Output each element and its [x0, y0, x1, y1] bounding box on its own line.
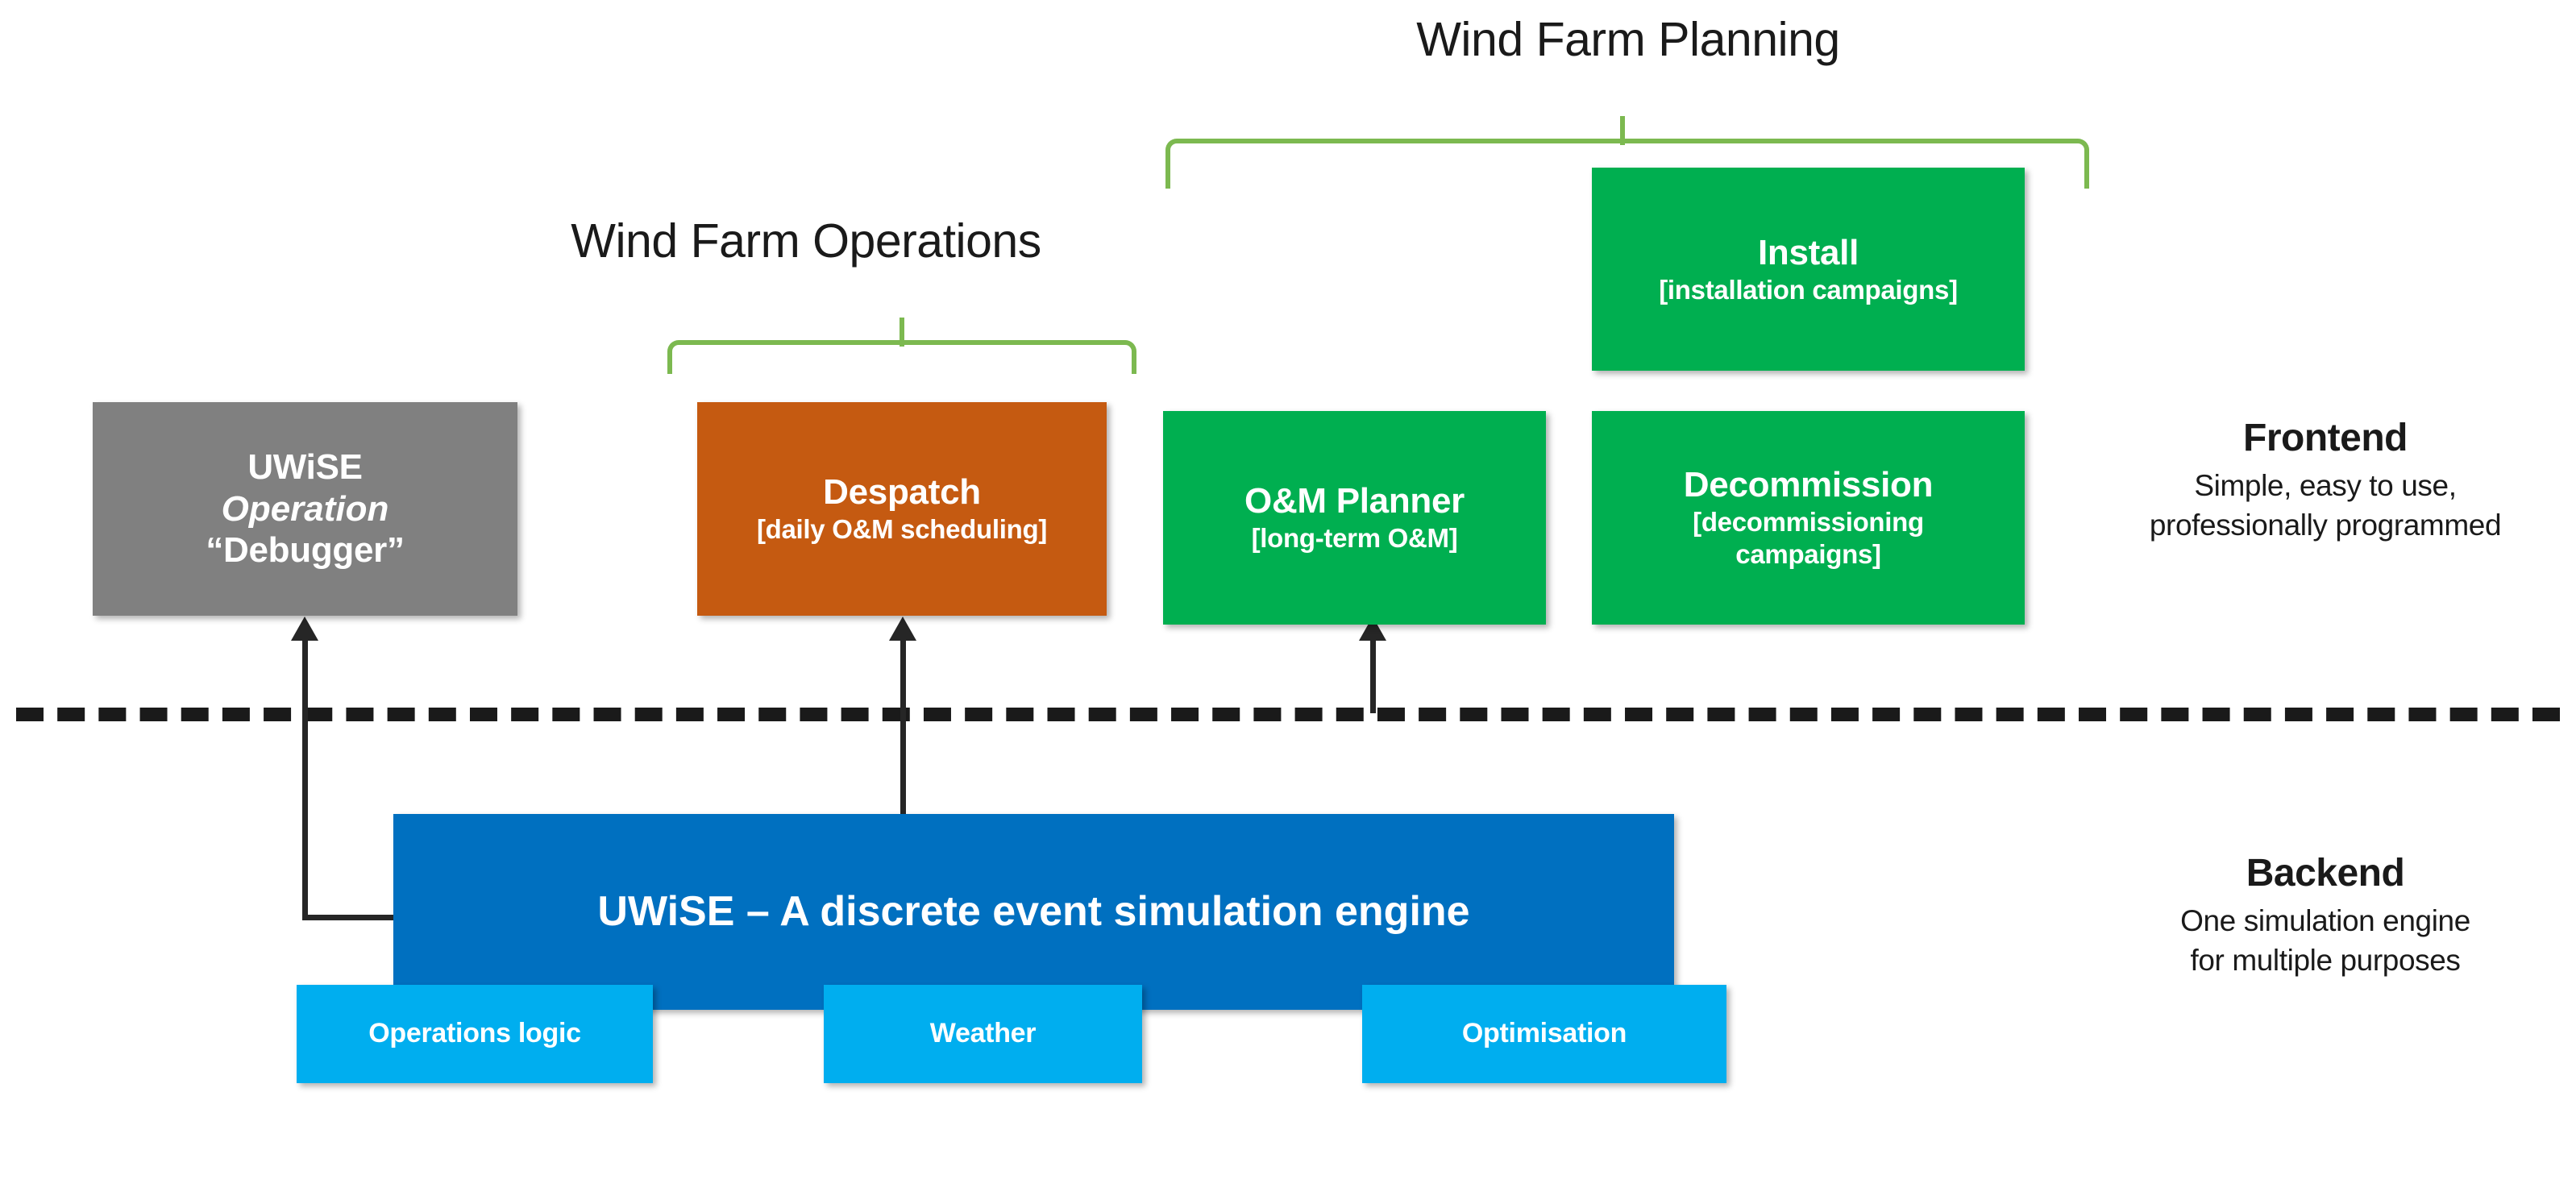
box-om-planner[interactable]: O&M Planner [long-term O&M] — [1163, 411, 1546, 625]
box-module-optimisation[interactable]: Optimisation — [1362, 985, 1726, 1083]
install-subtitle: [installation campaigns] — [1659, 274, 1958, 305]
despatch-subtitle: [daily O&M scheduling] — [756, 514, 1048, 545]
connector-debugger-vertical — [302, 641, 308, 920]
module-label: Weather — [929, 1018, 1037, 1049]
connector-debugger-horizontal — [302, 915, 399, 920]
box-decommission[interactable]: Decommission [decommissioning campaigns] — [1592, 411, 2025, 625]
bracket-wind-farm-operations — [667, 318, 1136, 374]
caption-backend-line-1: One simulation engine — [2180, 904, 2470, 938]
bracket-tick-planning — [1620, 116, 1626, 145]
box-despatch[interactable]: Despatch [daily O&M scheduling] — [697, 402, 1107, 616]
om-planner-title: O&M Planner — [1244, 481, 1465, 521]
box-module-weather[interactable]: Weather — [824, 985, 1142, 1083]
bracket-wind-farm-planning — [1165, 116, 2089, 189]
group-label-wind-farm-operations: Wind Farm Operations — [571, 214, 1041, 268]
simulation-engine-title: UWiSE – A discrete event simulation engi… — [597, 887, 1470, 935]
connector-debugger-arrowhead — [291, 617, 318, 641]
decommission-title: Decommission — [1683, 465, 1934, 505]
caption-frontend-heading: Frontend — [2243, 417, 2408, 459]
frontend-backend-divider — [16, 708, 2560, 721]
debugger-line-3: “Debugger” — [206, 530, 405, 571]
bracket-tick-operations — [900, 318, 904, 347]
debugger-line-2: Operation — [221, 488, 389, 529]
om-planner-subtitle: [long-term O&M] — [1251, 523, 1458, 554]
connector-despatch-vertical — [900, 641, 906, 814]
connector-om-planner-vertical — [1370, 641, 1376, 713]
caption-backend: Backend One simulation engine for multip… — [2100, 848, 2551, 981]
caption-frontend-line-2: professionally programmed — [2149, 509, 2502, 542]
install-title: Install — [1757, 232, 1859, 272]
caption-backend-line-2: for multiple purposes — [2190, 944, 2461, 978]
box-module-operations-logic[interactable]: Operations logic — [297, 985, 653, 1083]
caption-frontend: Frontend Simple, easy to use, profession… — [2100, 413, 2551, 546]
connector-despatch-arrowhead — [889, 617, 916, 641]
caption-frontend-line-1: Simple, easy to use, — [2194, 469, 2457, 503]
box-install[interactable]: Install [installation campaigns] — [1592, 168, 2025, 371]
debugger-line-1: UWiSE — [247, 446, 363, 487]
decommission-subtitle: [decommissioning campaigns] — [1693, 507, 1924, 570]
box-simulation-engine[interactable]: UWiSE – A discrete event simulation engi… — [393, 814, 1674, 1010]
group-label-wind-farm-planning: Wind Farm Planning — [1416, 13, 1840, 66]
caption-backend-heading: Backend — [2246, 852, 2405, 895]
box-uwise-operation-debugger[interactable]: UWiSE Operation “Debugger” — [93, 402, 517, 616]
module-label: Operations logic — [368, 1018, 581, 1049]
module-label: Optimisation — [1461, 1018, 1627, 1049]
despatch-title: Despatch — [823, 472, 981, 513]
